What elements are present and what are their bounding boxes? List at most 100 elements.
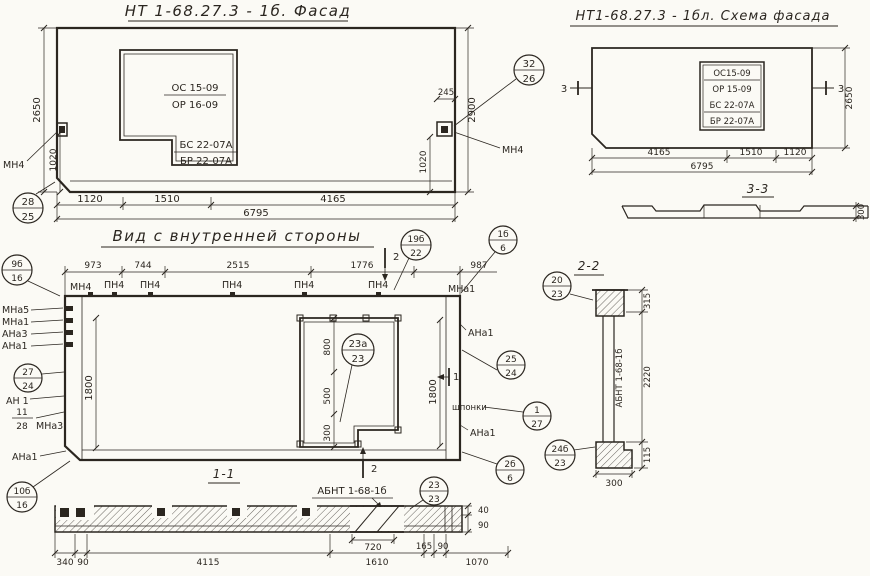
facade-dim-1510: 1510	[154, 194, 179, 205]
s11-dim-4115: 4115	[197, 558, 220, 568]
inner-callout-27-num: 27	[22, 368, 33, 378]
facade-dim-right2-ticks	[426, 133, 434, 196]
facade-dim-245: 245	[438, 88, 454, 98]
inner-label-an1: АН 1	[6, 396, 29, 407]
scheme-dim-4165: 4165	[648, 148, 671, 158]
inner-window-corner-plate	[296, 440, 304, 448]
s11-dim-1610: 1610	[366, 558, 389, 568]
inner-label-shponki: шпонки	[452, 403, 487, 413]
facade-mn4-right-leader	[453, 131, 501, 149]
scheme-view: НТ1-68.27.3 - 1бл. Схема фасада ОС15-09 …	[561, 9, 869, 222]
facade-mn4-left-leader	[26, 131, 58, 162]
inner-sec1-label: 1	[453, 372, 459, 383]
inner-callout-1b-num: 1б	[497, 230, 509, 240]
inner-dim-987: 987	[470, 261, 487, 271]
facade-window-label-bs: БС 22-07А	[180, 140, 233, 151]
s22-dim-115: 115	[643, 447, 653, 463]
inner-top-label-pn4: ПН4	[368, 280, 388, 291]
s11-joint-break-line	[354, 505, 378, 533]
scheme-dim-total-ticks	[588, 168, 816, 176]
inner-callout-23a-den: 23	[352, 354, 365, 365]
facade-panel-outline	[55, 26, 457, 194]
s11-dim-90b: 90	[438, 542, 449, 552]
s11-beam-anchor	[60, 508, 69, 517]
inner-left-anchor	[64, 318, 73, 323]
s22-abnt-label: АБНТ 1-68-1б	[615, 349, 625, 408]
s22-bottom-block	[595, 441, 633, 469]
facade-dim-245-ticks	[433, 95, 459, 103]
s11-dim-165: 165	[416, 542, 432, 552]
inner-frac-leader	[35, 411, 65, 419]
facade-dim-left-ticks	[40, 24, 48, 196]
scheme-dim-1120: 1120	[784, 148, 807, 158]
inner-sec2-bottom-arrow	[360, 447, 366, 454]
inner-label-mna3: МНа3	[36, 421, 63, 432]
inner-window-corner-plate	[329, 314, 337, 322]
facade-dim-right-ticks	[464, 24, 472, 196]
inner-ana1-r2-leader	[459, 424, 469, 431]
inner-callout-25-den: 24	[505, 369, 517, 379]
facade-mn4-right-label: МН4	[502, 145, 523, 156]
s22-callout-24b-num: 24б	[551, 445, 568, 455]
s11-joint-break-line	[376, 505, 400, 533]
inner-top-label-pn4: ПН4	[104, 280, 124, 291]
inner-label-ana1-r2: АНа1	[470, 428, 496, 439]
scheme-dim-6795: 6795	[691, 162, 714, 172]
s11-dim-720-ticks	[348, 536, 398, 544]
facade-title: НТ 1-68.27.3 - 1б. Фасад	[125, 2, 352, 20]
inner-dim-744: 744	[134, 261, 151, 271]
facade-callout-bl-num: 28	[22, 197, 35, 208]
scheme-window-label-os: ОС15-09	[713, 69, 750, 79]
s11-channel-core	[232, 508, 240, 516]
inner-top-label-mn4: МН4	[70, 282, 91, 293]
inner-callout-25-leader	[461, 349, 498, 371]
inner-label-ana1-r1: АНа1	[468, 328, 494, 339]
inner-left-label-ana3: АНа3	[2, 329, 28, 340]
inner-dim-1800-left: 1800	[84, 375, 95, 400]
profile-3-3-dim-300: 300	[857, 204, 867, 220]
inner-top-anchor	[302, 292, 307, 297]
inner-top-anchor	[230, 292, 235, 297]
scheme-window-inner-line	[702, 64, 762, 128]
scheme-sec3-left-label: 3	[561, 84, 567, 95]
s22-callout-24b-den: 23	[554, 459, 565, 469]
inner-callout-19b-leader	[393, 257, 410, 291]
inner-top-anchor	[376, 292, 381, 297]
facade-dim-1020-right: 1020	[419, 150, 429, 173]
inner-an1-leader	[29, 395, 65, 400]
s22-callout-20-leader	[569, 293, 594, 301]
inner-callout-127-leader	[483, 406, 524, 413]
inner-callout-2b-leader	[461, 451, 498, 465]
s11-channel-core	[157, 508, 165, 516]
facade-callout-bl-den: 25	[22, 212, 35, 223]
s11-callout-23-den: 23	[428, 495, 439, 505]
inner-panel-outline	[63, 294, 462, 462]
inner-top-anchor	[148, 292, 153, 297]
scheme-window-label-bs: БС 22-07А	[710, 101, 755, 111]
s11-dim-90a: 90	[77, 558, 89, 568]
inner-left-anchor	[64, 306, 73, 311]
inner-callout-10b-leader	[32, 460, 71, 488]
inner-callout-25-num: 25	[505, 355, 516, 365]
scheme-dim-1510: 1510	[740, 148, 763, 158]
inner-dim-top-ticks	[61, 268, 464, 276]
inner-left-leader	[30, 319, 64, 323]
scheme-window-label-br: БР 22-07А	[710, 117, 754, 127]
inner-frac-den: 28	[16, 422, 28, 432]
facade-callout-tr-num: 32	[523, 59, 536, 70]
facade-anchor-left	[56, 122, 68, 137]
inner-dim-2515: 2515	[227, 261, 250, 271]
inner-callout-27-leader	[41, 371, 65, 375]
inner-dim-1800l-ticks	[92, 314, 100, 452]
scheme-dim-bottom-ticks	[588, 154, 816, 162]
profile-3-3-bottom	[621, 205, 868, 219]
s22-top-block	[595, 289, 625, 317]
facade-window-label-os: ОС 15-09	[171, 83, 218, 94]
s11-dim-720: 720	[364, 543, 381, 553]
inner-left-anchor	[64, 342, 73, 347]
facade-dim-2650: 2650	[32, 97, 43, 122]
inner-window-inner-line	[303, 321, 395, 444]
inner-sec1-arrow	[437, 374, 444, 380]
facade-view: НТ 1-68.27.3 - 1б. Фасад ОС 15-09 ОР 16-…	[3, 2, 545, 224]
inner-callout-1b-leader	[460, 251, 496, 294]
